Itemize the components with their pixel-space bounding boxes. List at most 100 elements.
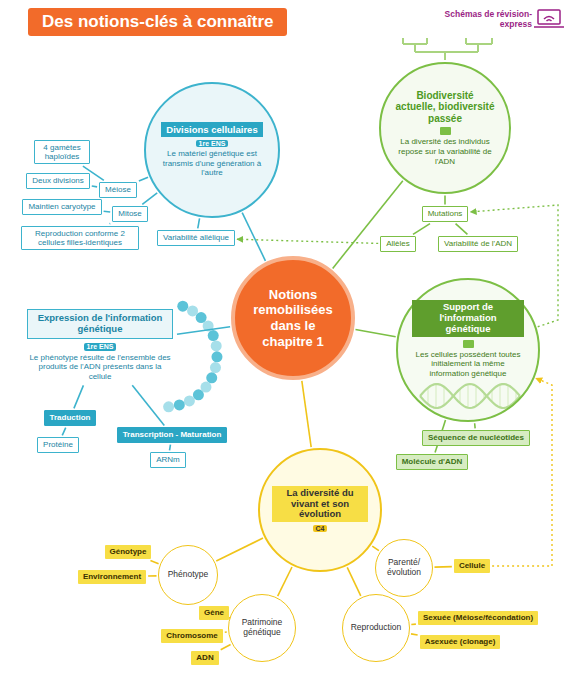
branch-line bbox=[216, 538, 263, 561]
node-text: Traduction bbox=[50, 413, 91, 422]
branch-line bbox=[434, 566, 451, 568]
concept-box: Gène bbox=[199, 606, 229, 619]
level-badge: 1re ENS bbox=[196, 140, 229, 147]
branch-line bbox=[456, 224, 468, 235]
concept-box: Allèles bbox=[380, 236, 416, 251]
node-text: Notions remobilisées dans le chapitre 1 bbox=[247, 287, 339, 349]
tree-branches bbox=[403, 38, 492, 60]
node-text: Parenté/ évolution bbox=[380, 558, 428, 578]
concept-box: Asexuée (clonage) bbox=[420, 635, 501, 648]
concept-circle: La diversité du vivant et son évolutionC… bbox=[258, 448, 382, 572]
branch-line bbox=[62, 428, 65, 436]
branch-line bbox=[347, 567, 361, 596]
branch-line bbox=[411, 634, 418, 635]
branch-line bbox=[333, 181, 403, 269]
concept-circle: Parenté/ évolution bbox=[375, 539, 433, 597]
bead bbox=[193, 389, 204, 400]
node-text: Méiose bbox=[105, 185, 131, 194]
bead bbox=[177, 301, 188, 312]
concept-circle: Patrimoine génétique bbox=[228, 594, 296, 662]
phylogenetic-tree bbox=[403, 38, 492, 60]
branch-line bbox=[278, 567, 292, 596]
bead bbox=[208, 330, 219, 341]
node-text: Sexuée (Méiose/fécondation) bbox=[423, 613, 533, 622]
concept-circle: Biodiversité actuelle, biodiversité pass… bbox=[379, 62, 511, 194]
concept-circle: Reproduction bbox=[342, 594, 410, 662]
branch-line bbox=[411, 623, 416, 625]
concept-box: Méiose bbox=[99, 182, 137, 197]
bead bbox=[174, 399, 185, 410]
node-text: Reproduction bbox=[351, 623, 402, 633]
node-text: Molécule d'ADN bbox=[402, 457, 463, 466]
concept-box: Chromosome bbox=[161, 629, 223, 642]
concept-box: Molécule d'ADN bbox=[396, 454, 469, 469]
node-text: Protéine bbox=[43, 440, 73, 449]
node-text: La diversité des individus repose sur la… bbox=[395, 137, 495, 166]
node-text: Mitose bbox=[118, 209, 142, 218]
bead bbox=[210, 362, 221, 373]
node-text: Variabilité allélique bbox=[163, 233, 229, 242]
level-badge: 1re ENS bbox=[84, 343, 117, 351]
document-icon bbox=[463, 340, 474, 348]
label-group: Schémas de révision-express bbox=[440, 9, 532, 29]
concept-circle: Support de l'information génétiqueLes ce… bbox=[396, 278, 540, 422]
node-text: Gène bbox=[204, 608, 224, 617]
branch-line bbox=[132, 385, 164, 425]
branch-line bbox=[302, 381, 311, 447]
node-text: Reproduction conforme 2 cellules filles-… bbox=[27, 229, 133, 247]
heading: La diversité du vivant et son évolution bbox=[272, 486, 368, 523]
concept-box: Séquence de nucléotides bbox=[422, 430, 530, 445]
bead bbox=[211, 340, 222, 351]
branch-line bbox=[139, 177, 148, 181]
concept-circle: Phénotype bbox=[158, 545, 218, 605]
node-text: ARNm bbox=[156, 455, 180, 464]
concept-box: Cellule bbox=[454, 559, 490, 572]
concept-box: Expression de l'information génétique1re… bbox=[25, 307, 175, 384]
title-banner: Des notions-clés à connaître bbox=[28, 8, 287, 36]
branch-line bbox=[225, 631, 227, 633]
concept-box: Deux divisions bbox=[26, 173, 90, 188]
branch-line bbox=[150, 561, 158, 564]
bead bbox=[187, 305, 198, 316]
concept-circle: Divisions cellulaires1re ENSLe matériel … bbox=[144, 82, 280, 218]
branch-line bbox=[355, 329, 395, 336]
wifi-waves bbox=[544, 17, 554, 22]
branch-line bbox=[92, 185, 97, 187]
branch-line bbox=[474, 423, 476, 428]
node-text: Chromosome bbox=[166, 631, 218, 640]
node-text: Allèles bbox=[386, 239, 410, 248]
node-text: 4 gamètes haploïdes bbox=[40, 143, 84, 161]
branch-line bbox=[413, 224, 430, 235]
branch-line bbox=[221, 645, 231, 650]
concept-box: Sexuée (Méiose/fécondation) bbox=[418, 611, 538, 624]
node-text: Génotype bbox=[110, 547, 147, 556]
branch-line bbox=[198, 218, 200, 228]
concept-box: Variabilité allélique bbox=[157, 230, 235, 245]
node-text: Asexuée (clonage) bbox=[425, 637, 496, 646]
laptop-base bbox=[534, 26, 564, 28]
concept-box: Variabilité de l'ADN bbox=[438, 236, 518, 251]
concept-box: ARNm bbox=[150, 452, 186, 467]
branch-line bbox=[177, 327, 230, 334]
bead bbox=[211, 351, 222, 362]
concept-box: Mutations bbox=[422, 206, 469, 221]
level-badge: C4 bbox=[313, 525, 328, 532]
node-text: Deux divisions bbox=[32, 176, 84, 185]
branch-line bbox=[372, 546, 379, 551]
heading: Biodiversité actuelle, biodiversité pass… bbox=[395, 90, 495, 125]
node-text: Environnement bbox=[83, 572, 141, 581]
bead bbox=[163, 401, 174, 412]
concept-box: Transcription - Maturation bbox=[117, 427, 228, 442]
title: Des notions-clés à connaître bbox=[28, 8, 287, 36]
document-icon bbox=[440, 127, 451, 135]
laptop-screen bbox=[538, 10, 560, 24]
dotted-arrow bbox=[237, 239, 378, 243]
branch-line bbox=[148, 575, 156, 577]
concept-box: ADN bbox=[191, 651, 218, 664]
node-text: Maintien caryotype bbox=[28, 202, 95, 211]
node-text: Patrimoine génétique bbox=[233, 618, 291, 638]
branch-line bbox=[169, 445, 172, 451]
laptop-icon bbox=[534, 10, 564, 27]
concept-box: Génotype bbox=[105, 545, 152, 558]
